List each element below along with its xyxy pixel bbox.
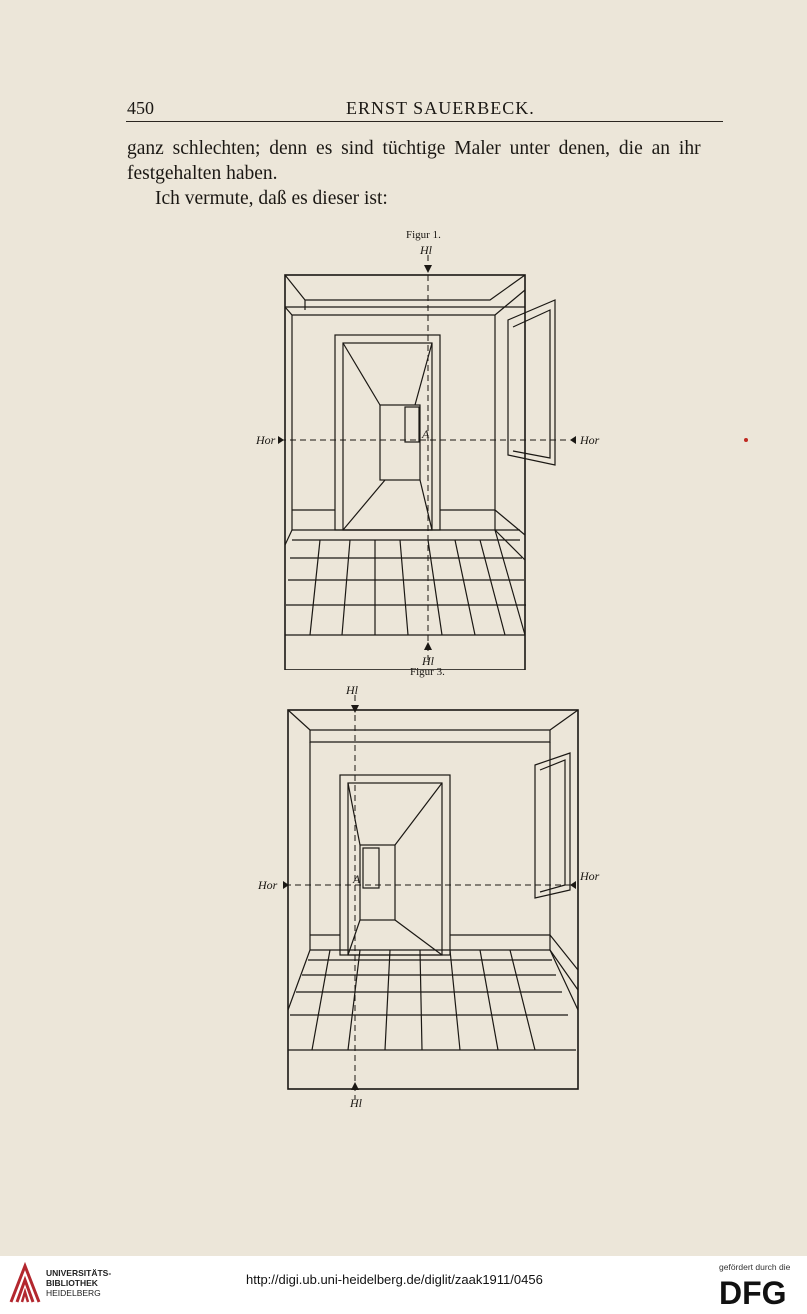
body-text-line: festgehalten haben.: [127, 163, 278, 184]
figure-3-caption: Figur 3.: [410, 666, 445, 678]
horizon-left-label: Hor: [257, 878, 278, 892]
library-name: UNIVERSITÄTS- BIBLIOTHEK HEIDELBERG: [46, 1268, 111, 1298]
figure-1-caption: Figur 1.: [406, 229, 441, 241]
university-library-logo-icon: [9, 1262, 41, 1303]
hl-bottom-label: Hl: [349, 1096, 363, 1110]
running-head: ERNST SAUERBECK.: [346, 98, 535, 118]
scanned-page: 450 ERNST SAUERBECK. ganz schlechten; de…: [126, 98, 748, 1110]
point-a-label: A: [352, 872, 361, 886]
svg-text:DFG: DFG: [719, 1275, 787, 1308]
hl-bottom-label: Hl: [421, 654, 435, 668]
funding-note: gefördert durch die: [719, 1262, 791, 1272]
body-text-line: ganz schlechten; denn es sind tüchtige M…: [127, 138, 701, 159]
figure-3-perspective-drawing: Hl Hl Hor Hor A: [257, 683, 600, 1110]
horizon-right-label: Hor: [579, 433, 600, 447]
page-number: 450: [127, 98, 154, 118]
horizon-right-label: Hor: [579, 869, 600, 883]
library-name-line: UNIVERSITÄTS-: [46, 1268, 112, 1278]
red-mark: [744, 438, 748, 442]
hl-top-label: Hl: [345, 683, 359, 697]
hl-top-label: Hl: [419, 243, 433, 257]
library-name-line: BIBLIOTHEK: [46, 1278, 98, 1288]
point-a-label: A: [421, 427, 430, 441]
header-rule: [126, 121, 723, 122]
horizon-left-label: Hor: [255, 433, 276, 447]
body-text-line: Ich vermute, daß es dieser ist:: [155, 188, 388, 209]
library-name-line: HEIDELBERG: [46, 1288, 101, 1298]
figure-1-perspective-drawing: Hl Hl Hor Hor A: [255, 243, 600, 670]
dfg-logo-icon: DFG: [719, 1275, 787, 1308]
viewer-footer: [0, 1256, 807, 1314]
permalink-url[interactable]: http://digi.ub.uni-heidelberg.de/diglit/…: [246, 1272, 543, 1287]
